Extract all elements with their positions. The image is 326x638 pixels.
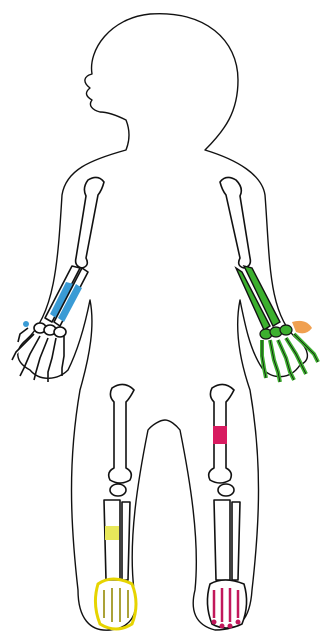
left-patella: [218, 484, 234, 496]
right-hand: [12, 321, 66, 382]
right-humerus: [76, 177, 104, 268]
right-femur: [109, 384, 134, 483]
left-tibia: [214, 500, 230, 580]
right-fibula: [122, 502, 130, 580]
left-femur-highlight: [213, 426, 227, 444]
left-hand: [260, 321, 318, 382]
left-foot: [207, 580, 246, 629]
left-thumb-highlight: [292, 321, 312, 333]
right-patella: [110, 484, 126, 496]
right-tibia-highlight: [105, 526, 119, 540]
right-hand-highlight-dot: [23, 321, 29, 327]
left-humerus: [220, 177, 250, 268]
left-fibula: [232, 502, 240, 580]
